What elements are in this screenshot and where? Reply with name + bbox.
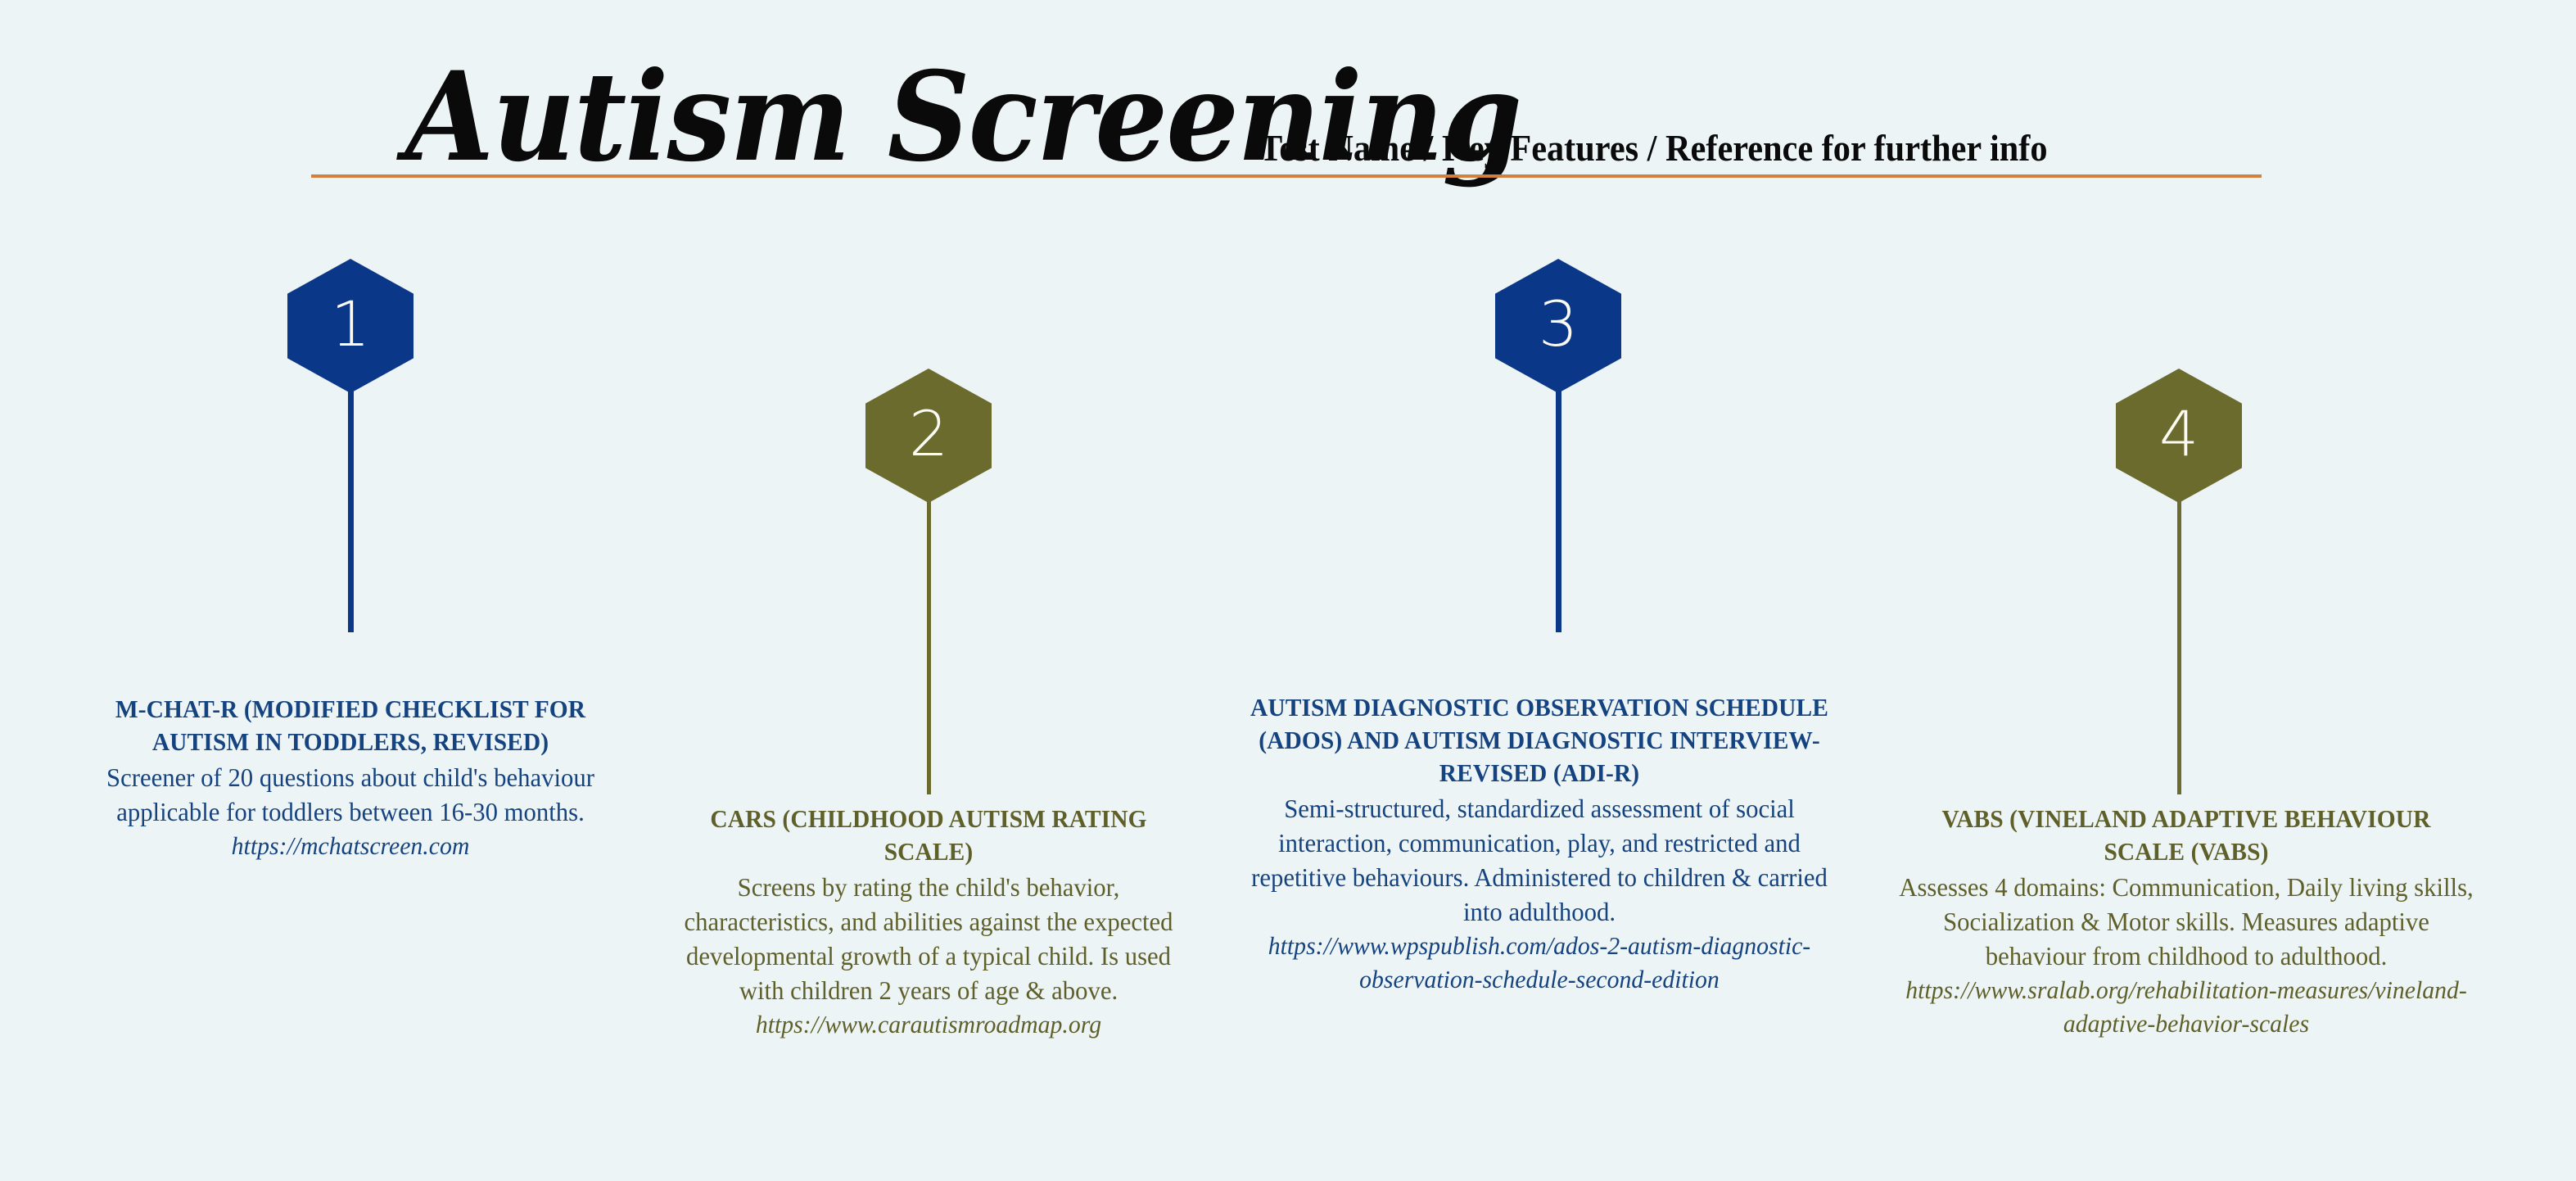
item-url-2[interactable]: https://www.carautismroadmap.org bbox=[755, 1010, 1102, 1038]
marker-4: 4 bbox=[2116, 369, 2242, 794]
item-url-4[interactable]: https://www.sralab.org/rehabilitation-me… bbox=[1905, 975, 2467, 1038]
page-title: Autism Screening bbox=[405, 45, 1522, 189]
marker-stem-2 bbox=[926, 498, 931, 794]
item-body-2: Screens by rating the child's behavior, … bbox=[684, 872, 1173, 1005]
marker-3: 3 bbox=[1495, 259, 1621, 632]
item-body-4: Assesses 4 domains: Communication, Daily… bbox=[1899, 872, 2474, 971]
item-column-1: M-CHAT-R (MODIFIED CHECKLIST FOR AUTISM … bbox=[82, 693, 619, 862]
header-subtitle: Test Name / Key Features / Reference for… bbox=[1259, 127, 2048, 169]
item-url-3[interactable]: https://www.wpspublish.com/ados-2-autism… bbox=[1268, 931, 1811, 993]
marker-number-1: 1 bbox=[330, 287, 371, 360]
item-body-3: Semi-structured, standardized assessment… bbox=[1251, 794, 1828, 926]
marker-number-2: 2 bbox=[908, 396, 949, 470]
header-divider bbox=[311, 174, 2262, 178]
marker-2: 2 bbox=[865, 369, 992, 794]
marker-stem-1 bbox=[347, 388, 354, 632]
item-heading-4: VABS (VINELAND ADAPTIVE BEHAVIOUR SCALE … bbox=[1941, 804, 2431, 866]
marker-stem-4 bbox=[2176, 498, 2181, 794]
item-heading-1: M-CHAT-R (MODIFIED CHECKLIST FOR AUTISM … bbox=[115, 695, 586, 756]
item-column-2: CARS (CHILDHOOD AUTISM RATING SCALE) Scr… bbox=[660, 803, 1197, 1041]
marker-number-4: 4 bbox=[2158, 396, 2199, 470]
item-column-4: VABS (VINELAND ADAPTIVE BEHAVIOUR SCALE … bbox=[1883, 803, 2489, 1040]
item-column-3: AUTISM DIAGNOSTIC OBSERVATION SCHEDULE (… bbox=[1223, 691, 1855, 996]
item-heading-3: AUTISM DIAGNOSTIC OBSERVATION SCHEDULE (… bbox=[1250, 693, 1828, 787]
marker-number-3: 3 bbox=[1538, 287, 1579, 360]
item-url-1[interactable]: https://mchatscreen.com bbox=[231, 831, 470, 860]
marker-stem-3 bbox=[1555, 388, 1561, 632]
marker-1: 1 bbox=[287, 259, 414, 632]
item-heading-2: CARS (CHILDHOOD AUTISM RATING SCALE) bbox=[710, 804, 1147, 866]
item-body-1: Screener of 20 questions about child's b… bbox=[106, 762, 594, 826]
